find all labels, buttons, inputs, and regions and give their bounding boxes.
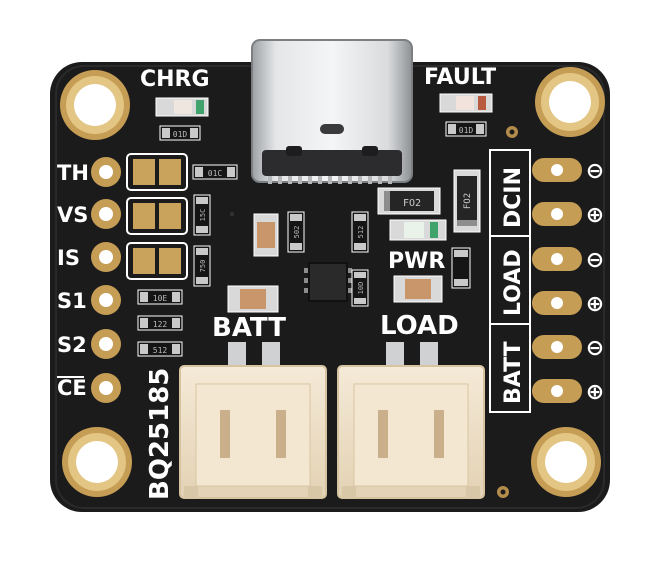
sign-batt-plus: ⊕ bbox=[586, 380, 604, 405]
pin-label-th: TH bbox=[57, 161, 89, 185]
bq25185-ic bbox=[304, 262, 352, 302]
pwr-led bbox=[389, 219, 447, 241]
pin-label-s2: S2 bbox=[57, 333, 87, 357]
sign-load-minus: ⊖ bbox=[586, 248, 604, 273]
solder-jumper-vs[interactable] bbox=[126, 197, 188, 235]
resistor-r5: 122 bbox=[137, 315, 183, 331]
svg-text:FO2: FO2 bbox=[463, 193, 473, 209]
svg-text:15C: 15C bbox=[199, 209, 207, 222]
svg-text:10D: 10D bbox=[357, 282, 365, 295]
right-pad-dcin-minus[interactable]: ⊖ bbox=[532, 158, 604, 184]
sign-dcin-minus: ⊖ bbox=[586, 159, 604, 184]
resistor-r9: 502 bbox=[287, 211, 305, 253]
sign-batt-minus: ⊖ bbox=[586, 336, 604, 361]
diode-d1: FO2 bbox=[377, 187, 441, 215]
right-pad-batt-minus[interactable]: ⊖ bbox=[532, 335, 604, 361]
mounting-hole-bottom-right bbox=[531, 427, 601, 497]
right-pad-batt-plus[interactable]: ⊕ bbox=[532, 379, 604, 405]
resistor-r8: 01D bbox=[445, 121, 487, 137]
capacitor-c3 bbox=[253, 213, 279, 257]
right-load-label: LOAD bbox=[501, 249, 526, 316]
usb-c-connector[interactable] bbox=[251, 39, 413, 184]
left-pin-s1[interactable]: S1 bbox=[57, 285, 121, 315]
right-batt-label: BATT bbox=[501, 341, 526, 404]
right-pad-load-minus[interactable]: ⊖ bbox=[532, 247, 604, 273]
svg-text:10E: 10E bbox=[153, 294, 168, 303]
right-header-frame bbox=[489, 149, 531, 413]
load-label: LOAD bbox=[380, 311, 459, 341]
resistor-r4: 10E bbox=[137, 289, 183, 305]
sign-dcin-plus: ⊕ bbox=[586, 203, 604, 228]
svg-text:FO2: FO2 bbox=[403, 198, 421, 209]
resistor-r1: 01C bbox=[192, 164, 238, 180]
pin-label-vs: VS bbox=[57, 203, 88, 227]
resistor-r2: 15C bbox=[193, 194, 211, 236]
chrg-label: CHRG bbox=[140, 67, 210, 92]
pin-label-is: IS bbox=[57, 246, 80, 270]
resistor-r10: 512 bbox=[351, 211, 369, 253]
load-jst-connector[interactable]: + − bbox=[337, 342, 485, 499]
solder-jumper-is[interactable] bbox=[126, 242, 188, 280]
fault-label: FAULT bbox=[424, 65, 496, 90]
left-pin-ce[interactable]: CE bbox=[57, 373, 121, 403]
left-pin-th[interactable]: TH bbox=[57, 157, 121, 187]
resistor-r7: 01D bbox=[159, 125, 201, 141]
mounting-hole-top-right bbox=[535, 67, 605, 137]
fault-led bbox=[439, 93, 493, 113]
right-pad-load-plus[interactable]: ⊕ bbox=[532, 291, 604, 317]
pin-label-s1: S1 bbox=[57, 289, 87, 313]
svg-text:512: 512 bbox=[153, 346, 168, 355]
pin-label-ce: CE bbox=[57, 376, 87, 400]
chip-name-label: BQ25185 bbox=[145, 368, 175, 500]
svg-text:01D: 01D bbox=[459, 126, 474, 135]
left-pin-is[interactable]: IS bbox=[57, 242, 121, 272]
right-dcin-label: DCIN bbox=[501, 167, 526, 228]
left-pin-vs[interactable]: VS bbox=[57, 199, 121, 229]
batt-jst-connector[interactable]: + − bbox=[179, 342, 327, 499]
svg-text:750: 750 bbox=[199, 260, 207, 273]
right-pad-dcin-plus[interactable]: ⊕ bbox=[532, 202, 604, 228]
sign-load-plus: ⊕ bbox=[586, 292, 604, 317]
capacitor-batt bbox=[227, 285, 279, 313]
svg-text:01C: 01C bbox=[208, 169, 223, 178]
solder-jumper-th[interactable] bbox=[126, 153, 188, 191]
diode-d2: FO2 bbox=[453, 169, 481, 233]
svg-text:122: 122 bbox=[153, 320, 168, 329]
batt-label: BATT bbox=[212, 313, 286, 343]
resistor-r6: 512 bbox=[137, 341, 183, 357]
mounting-hole-top-left bbox=[60, 70, 130, 140]
resistor-r11: 10D bbox=[351, 269, 369, 307]
left-pin-s2[interactable]: S2 bbox=[57, 329, 121, 359]
svg-text:01D: 01D bbox=[173, 130, 188, 139]
capacitor-load bbox=[393, 275, 443, 303]
svg-text:502: 502 bbox=[293, 226, 301, 239]
svg-text:512: 512 bbox=[357, 226, 365, 239]
resistor-r3: 750 bbox=[193, 245, 211, 287]
chrg-led bbox=[155, 97, 209, 117]
mounting-hole-bottom-left bbox=[62, 427, 132, 497]
pwr-label: PWR bbox=[388, 249, 445, 274]
resistor-r12 bbox=[451, 247, 471, 289]
